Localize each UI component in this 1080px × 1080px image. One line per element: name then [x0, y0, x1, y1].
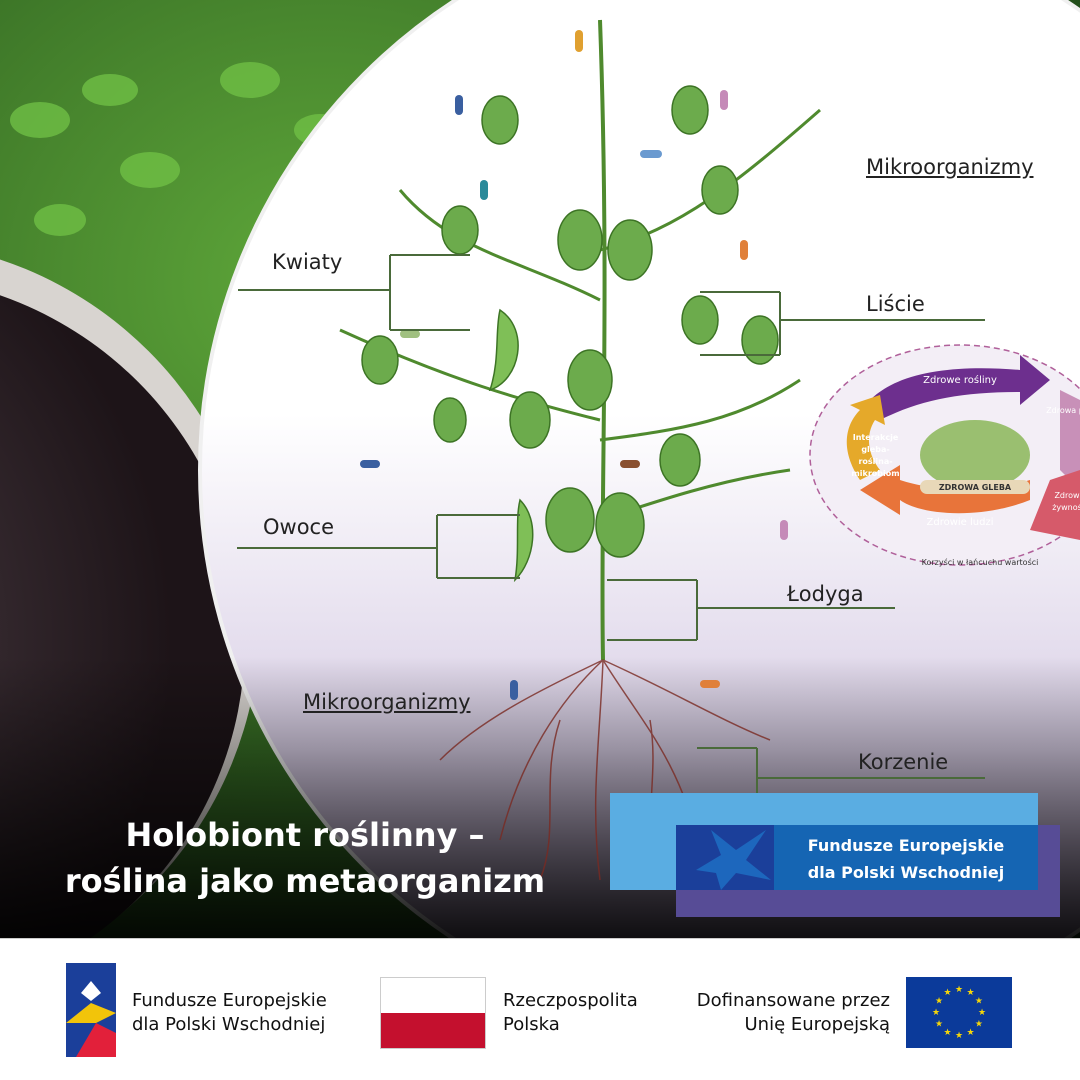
banner-line-2: dla Polski Wschodniej: [807, 863, 1005, 882]
cycle-healthy-feed: Zdrowa p: [1046, 406, 1080, 415]
banner-line-1: Fundusze Europejskie: [807, 836, 1005, 855]
label-stem: Łodyga: [787, 582, 864, 606]
label-leaves: Liście: [866, 292, 925, 316]
hero-image: Kwiaty Liście Mikroorganizmy Owoce Łodyg…: [0, 0, 1080, 938]
label-microorganisms-top: Mikroorganizmy: [866, 155, 1034, 179]
label-roots: Korzenie: [858, 750, 949, 774]
cycle-interactions: Interakcje gleba-roślina-mikrobiom: [851, 433, 900, 478]
eu-logo-text: Dofinansowane przez Unię Europejską: [660, 989, 890, 1037]
eu-flag-icon: ★★★★★★★★★★★★: [906, 977, 1012, 1048]
label-fruits: Owoce: [263, 515, 335, 539]
fe-line-2: dla Polski Wschodniej: [132, 1014, 326, 1035]
eu-line-2: Unię Europejską: [744, 1014, 890, 1035]
title-line-1: Holobiont roślinny –: [125, 816, 485, 854]
background-photo: [0, 0, 1080, 938]
eu-star: ★: [966, 988, 974, 998]
value-chain-cycle: [809, 344, 1080, 566]
eu-star: ★: [943, 988, 951, 998]
rp-logo-text: Rzeczpospolita Polska: [503, 989, 638, 1037]
cycle-value-chain: Korzyści w łańcuchu wartości: [921, 558, 1039, 567]
cycle-human-health: Zdrowie ludzi: [926, 517, 994, 528]
fe-star-icon: [676, 825, 774, 890]
label-microorganisms-bottom: Mikroorganizmy: [303, 690, 471, 714]
eu-star: ★: [978, 1008, 986, 1018]
cycle-healthy-plants: Zdrowe rośliny: [923, 375, 997, 386]
title-line-2: roślina jako metaorganizm: [64, 862, 546, 900]
cycle-healthy-soil: ZDROWA GLEBA: [938, 483, 1012, 492]
eu-star: ★: [955, 1031, 963, 1041]
eu-star: ★: [955, 985, 963, 995]
fe-logo-icon: [66, 963, 116, 1057]
polish-flag-icon: [380, 977, 486, 1049]
eu-star: ★: [935, 997, 943, 1007]
rp-line-2: Polska: [503, 1014, 560, 1035]
fe-logo-text: Fundusze Europejskie dla Polski Wschodni…: [132, 989, 327, 1037]
eu-star: ★: [935, 1020, 943, 1030]
fe-line-1: Fundusze Europejskie: [132, 990, 327, 1011]
eu-star: ★: [975, 1020, 983, 1030]
label-connectors: [237, 254, 985, 801]
eu-star: ★: [966, 1028, 974, 1038]
eu-line-1: Dofinansowane przez: [696, 990, 890, 1011]
eu-star: ★: [943, 1028, 951, 1038]
footer-logos: Fundusze Europejskie dla Polski Wschodni…: [0, 938, 1080, 1080]
cycle-healthy-food: Zdrow żywnoś: [1052, 491, 1080, 512]
eu-star: ★: [932, 1008, 940, 1018]
eu-star: ★: [975, 997, 983, 1007]
page-title: Holobiont roślinny – roślina jako metaor…: [30, 812, 580, 904]
label-flowers: Kwiaty: [272, 250, 343, 274]
rp-line-1: Rzeczpospolita: [503, 990, 638, 1011]
microbes: [360, 30, 788, 700]
